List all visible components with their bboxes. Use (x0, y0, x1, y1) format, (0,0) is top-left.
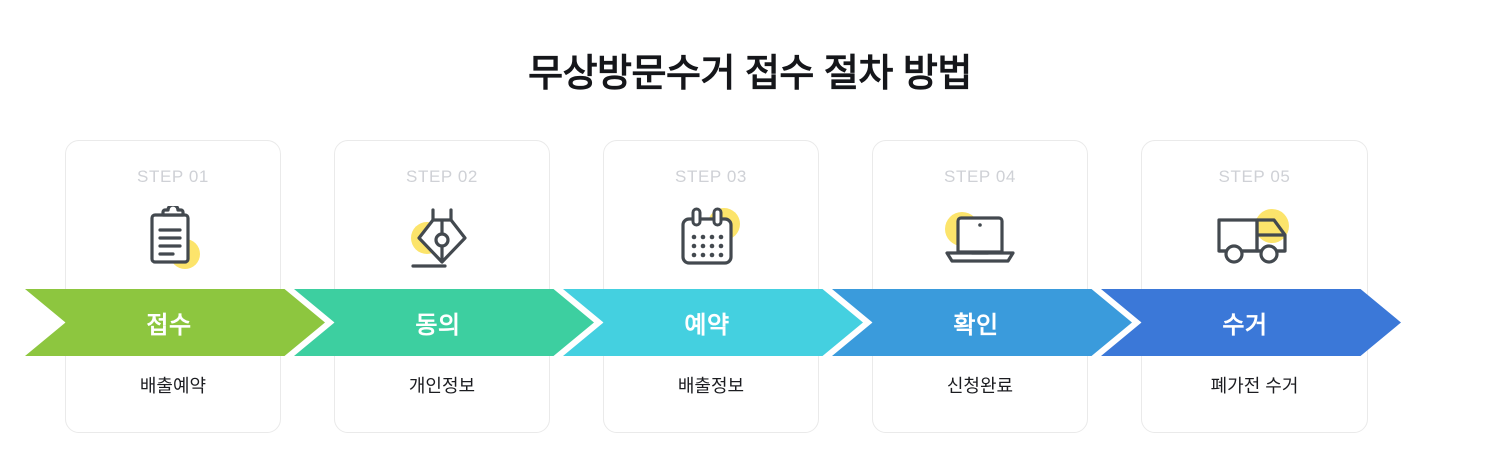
process-band-4[interactable]: 확인 (832, 289, 1132, 356)
process-band-label-4: 확인 (953, 312, 999, 339)
step-caption-2: 개인정보 (408, 376, 476, 396)
process-band-label-2: 동의 (415, 312, 461, 339)
step-card-2[interactable]: STEP 02 개인정보 (334, 140, 550, 433)
step-number-label-4: STEP 04 (944, 167, 1016, 186)
step-caption-4: 신청완료 (946, 376, 1014, 396)
process-band-3[interactable]: 예약 (563, 289, 863, 356)
step-card-5[interactable]: STEP 05 폐가전 수거 (1141, 140, 1368, 433)
step-number-label-3: STEP 03 (675, 167, 747, 186)
pen-nib-icon (335, 199, 549, 279)
process-band-5[interactable]: 수거 (1101, 289, 1401, 356)
truck-icon (1142, 199, 1367, 279)
step-number-label-2: STEP 02 (406, 167, 478, 186)
process-band-1[interactable]: 접수 (25, 289, 325, 356)
chevron-shape-5 (1101, 289, 1401, 356)
step-number-label-1: STEP 01 (137, 167, 209, 186)
step-caption-3: 배출정보 (677, 376, 745, 396)
chevron-shape-3 (563, 289, 863, 356)
process-band-label-3: 예약 (684, 312, 730, 339)
step-caption-1: 배출예약 (139, 376, 207, 396)
step-card-1[interactable]: STEP 01 배출예약 (65, 140, 281, 433)
step-card-3[interactable]: STEP 03 배출정보 (603, 140, 819, 433)
step-number-label-5: STEP 05 (1218, 167, 1291, 186)
clipboard-icon (66, 199, 280, 279)
laptop-icon (873, 199, 1087, 279)
chevron-shape-1 (25, 289, 325, 356)
process-arrow-band: 접수 동의 예약 확인 수거 (0, 289, 1500, 356)
step-caption-5: 폐가전 수거 (1210, 376, 1299, 396)
calendar-icon (604, 199, 818, 279)
process-band-label-1: 접수 (146, 312, 192, 339)
chevron-shape-4 (832, 289, 1132, 356)
step-card-4[interactable]: STEP 04 신청완료 (872, 140, 1088, 433)
page-title: 무상방문수거 접수 절차 방법 (528, 53, 972, 95)
chevron-shape-2 (294, 289, 594, 356)
process-band-label-5: 수거 (1222, 312, 1268, 339)
step-card-row: STEP 01 배출예약 STEP 02 (65, 140, 1368, 433)
process-band-2[interactable]: 동의 (294, 289, 594, 356)
